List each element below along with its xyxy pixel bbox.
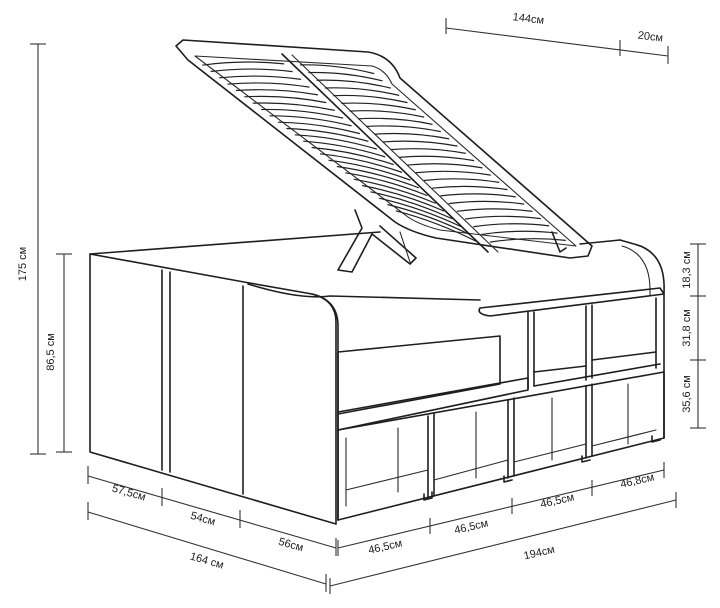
slat: [308, 71, 383, 82]
slat: [353, 178, 436, 204]
label-side-c: 56см: [277, 536, 305, 555]
slat: [227, 82, 310, 88]
label-front-2: 46,5см: [453, 517, 489, 536]
label-front-3: 46,5см: [539, 491, 575, 510]
slat: [345, 172, 428, 197]
slat: [415, 170, 491, 176]
slat: [286, 127, 369, 142]
label-length-total: 194см: [523, 544, 556, 563]
slat: [489, 238, 566, 243]
slat: [362, 184, 445, 212]
slat: [303, 140, 386, 158]
slat: [235, 89, 318, 96]
slat: [319, 153, 403, 173]
slat: [269, 115, 352, 127]
label-depth-total: 164 см: [189, 551, 225, 572]
label-side-a: 57,5см: [111, 483, 147, 504]
slat: [252, 102, 335, 111]
slat: [440, 193, 516, 198]
slat: [481, 230, 558, 236]
slat: [370, 191, 453, 220]
slat: [456, 208, 533, 212]
label-shelf-mid: 31,8 см: [681, 309, 693, 347]
slat: [324, 87, 400, 96]
slat: [407, 163, 483, 169]
slat: [261, 108, 344, 119]
slat: [366, 125, 441, 133]
slat: [218, 75, 302, 80]
slat: [277, 121, 361, 135]
slat: [390, 148, 466, 154]
slat: [341, 102, 416, 111]
slat: [357, 117, 433, 125]
slat: [382, 140, 458, 147]
label-front-4: 46,8см: [619, 471, 655, 490]
slat: [399, 155, 475, 162]
label-width-top: 144см: [512, 11, 545, 27]
slat: [333, 94, 408, 104]
slat: [465, 215, 541, 220]
slat: [311, 146, 394, 166]
slat: [423, 178, 500, 183]
dimension-lines: [30, 18, 706, 594]
slat: [374, 132, 450, 140]
lift-frame: [175, 39, 593, 259]
slat: [473, 223, 550, 228]
label-height-total: 175 см: [17, 247, 29, 281]
slat: [328, 159, 411, 181]
label-width-top-ext: 20см: [637, 30, 664, 45]
lift-mechanism: [337, 209, 567, 273]
slat: [378, 197, 462, 228]
slat: [300, 64, 375, 75]
front-shelving: [337, 287, 665, 521]
slat: [395, 210, 479, 243]
slat: [432, 185, 508, 191]
slat: [349, 110, 425, 118]
slat: [244, 95, 327, 104]
label-shelf-top: 18,3 см: [681, 251, 693, 289]
slats-group: [202, 61, 566, 243]
slat: [316, 79, 391, 89]
slat: [387, 203, 470, 235]
slat: [294, 134, 377, 150]
label-height-body: 86,5 см: [45, 333, 57, 371]
label-shelf-bottom: 35,6 см: [681, 375, 693, 413]
bed-body: [89, 231, 665, 525]
slat: [448, 200, 525, 205]
slat: [210, 68, 293, 73]
slat: [336, 165, 420, 189]
slat: [202, 61, 285, 66]
